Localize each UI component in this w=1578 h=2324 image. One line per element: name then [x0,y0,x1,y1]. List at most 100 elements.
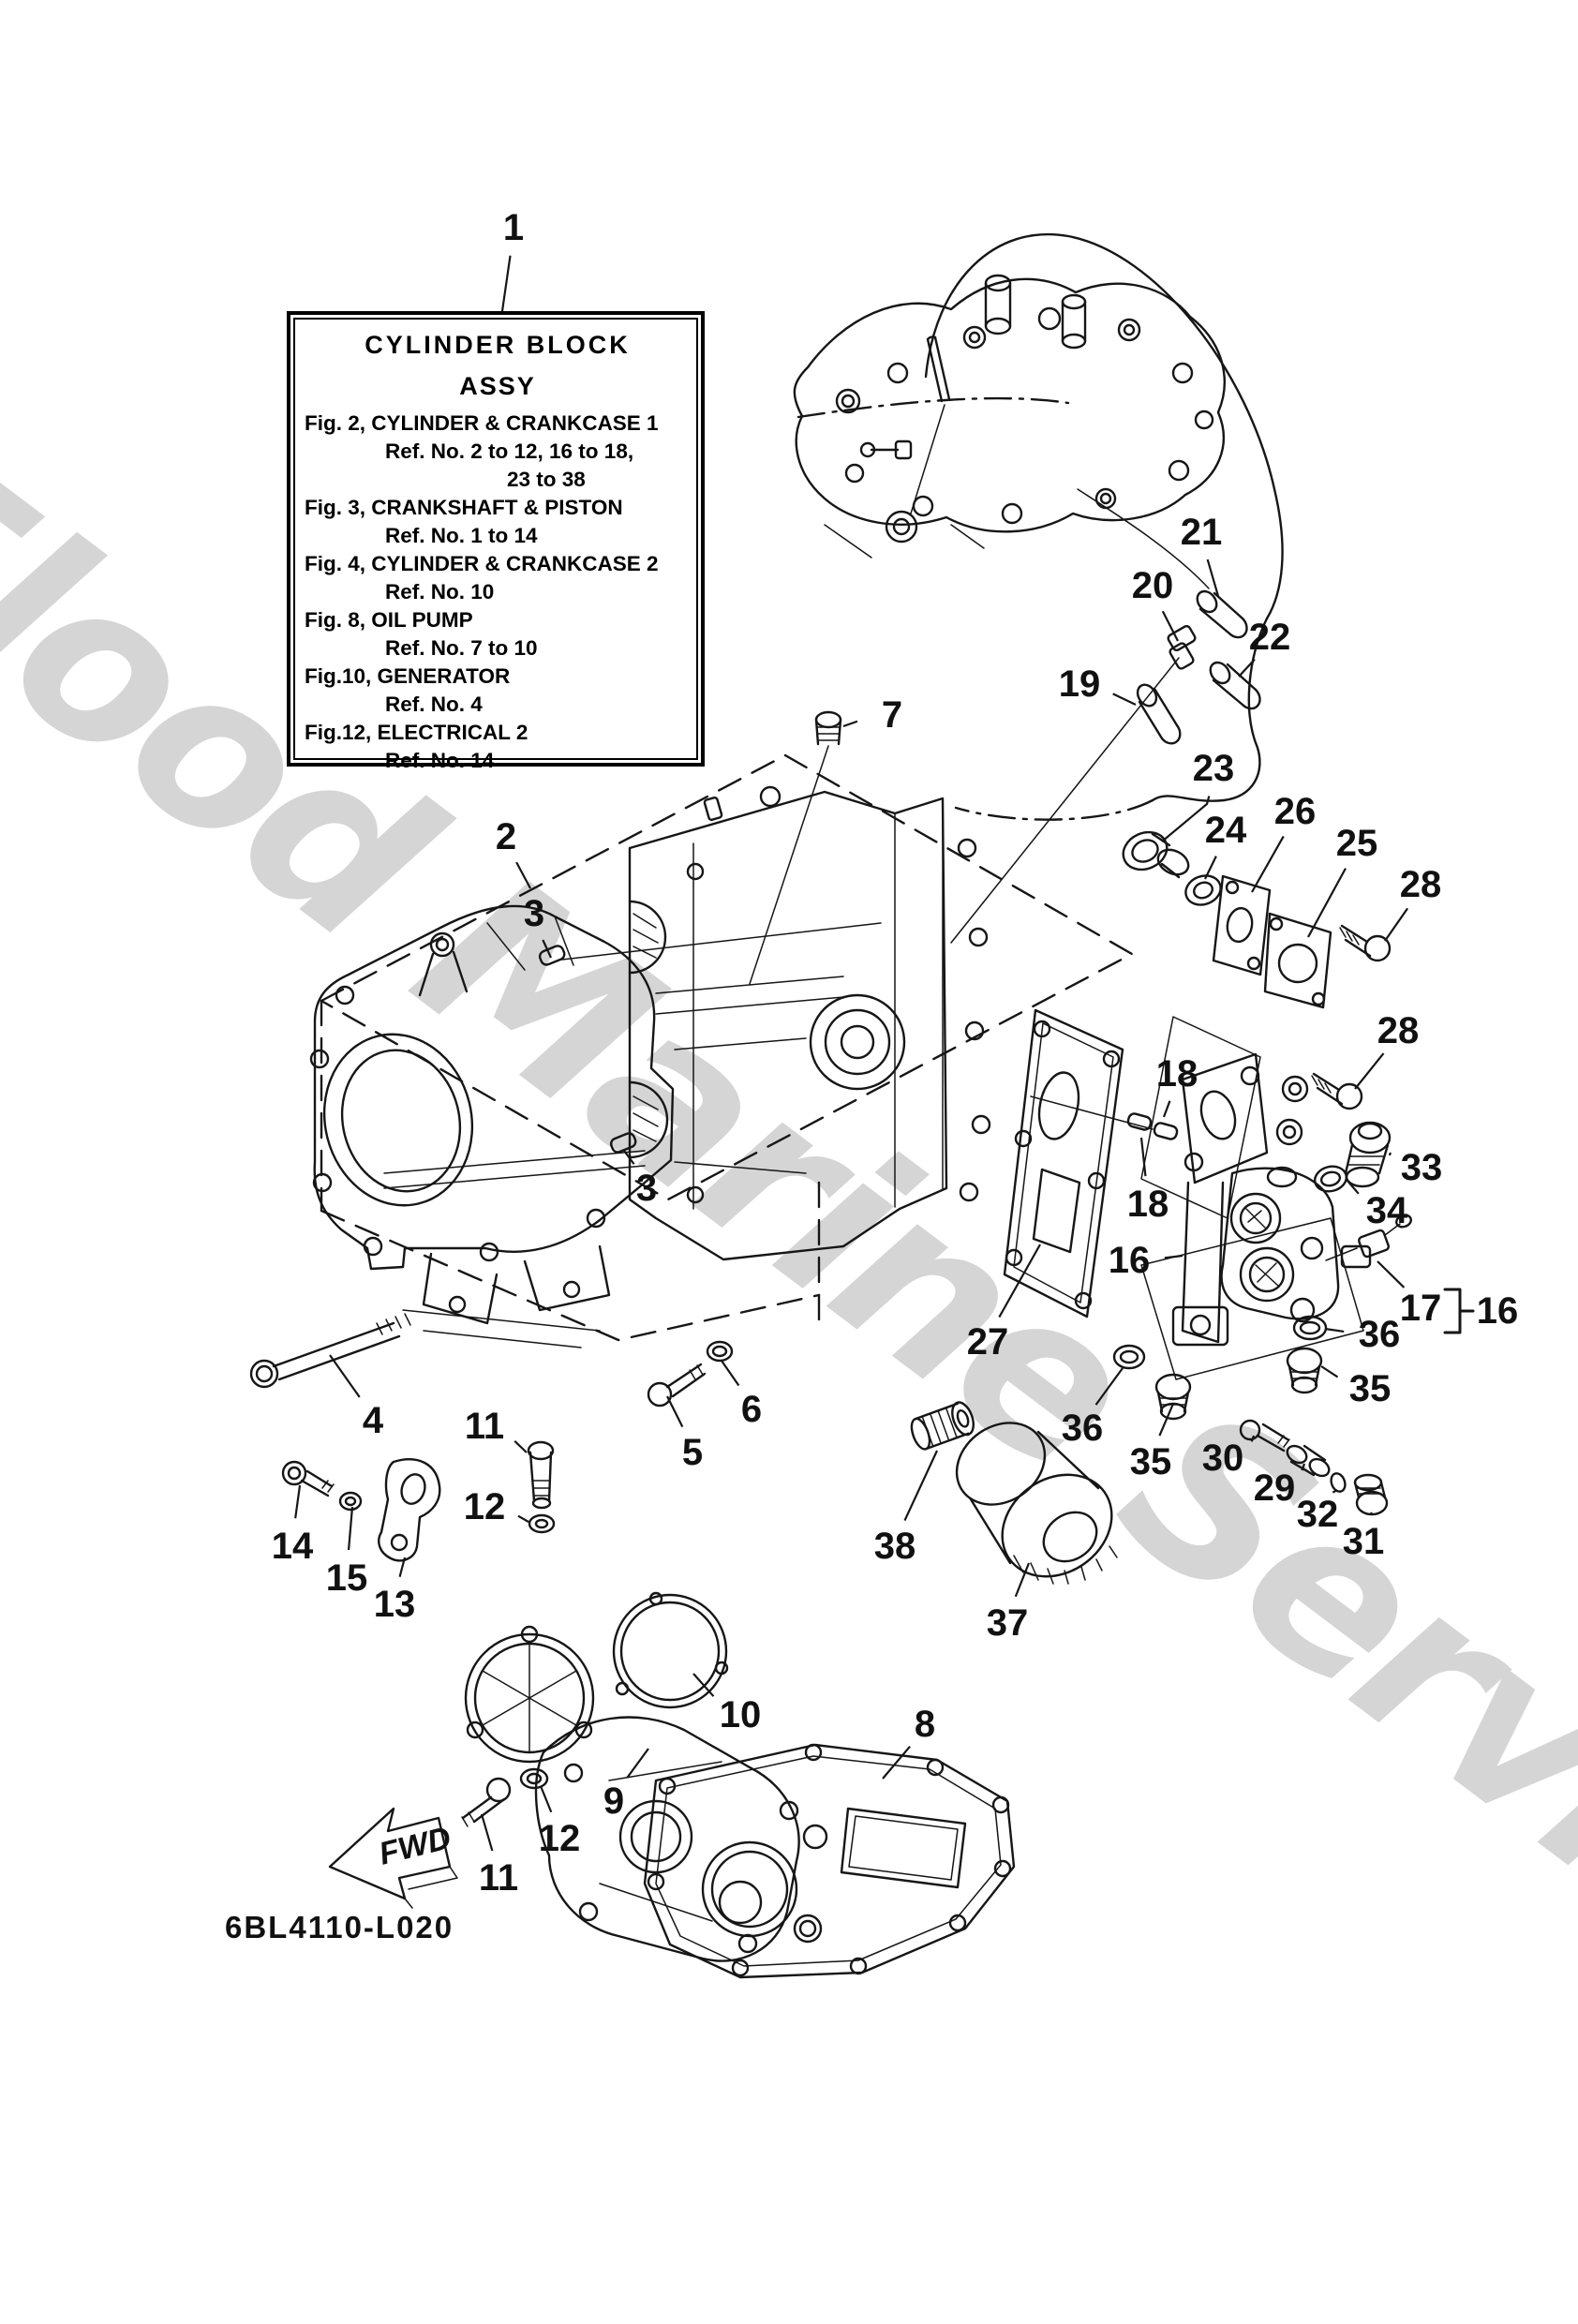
callout-label-23-27: 23 [1192,748,1235,789]
leader-line-3-3 [623,1150,635,1165]
callout-label-12-12: 12 [463,1486,506,1527]
callout-label-27-31: 27 [966,1321,1009,1363]
cylinder-block [538,785,991,1261]
leader-line-13-15 [398,1557,407,1577]
leader-line-22-26 [1238,658,1256,678]
callout-label-20-24: 20 [1131,565,1174,606]
leader-line-4-4 [329,1354,361,1398]
callout-label-1-0: 1 [502,207,525,248]
thermostat-parts [1122,830,1392,1110]
leader-line-21-25 [1206,559,1220,597]
info-box-fig-line: Fig. 2, CYLINDER & CRANKCASE 1 [305,411,659,435]
callout-label-16-18: 16 [1108,1240,1151,1281]
leader-line-37-44 [1014,1562,1031,1598]
callout-label-30-35: 30 [1201,1438,1244,1479]
callout-label-2-1: 2 [495,816,517,857]
leader-line-27-31 [998,1244,1041,1318]
leader-line-10-10 [692,1673,715,1697]
leader-line-28-33 [1354,1052,1385,1090]
bolt-14-head [281,1460,307,1486]
pump-cover [464,1632,595,1764]
oil-filter-37 [955,1422,1118,1585]
leader-line-12-14 [539,1785,553,1813]
callout-label-15-17: 15 [325,1557,368,1599]
leader-line-11-13 [480,1813,494,1852]
info-box-ref-line: Ref. No. 1 to 14 [385,524,538,547]
leader-line-2-1 [515,861,531,889]
washer-12b [519,1767,549,1790]
leader-line-32-37 [1332,1489,1338,1494]
dashed-assembly-box [320,753,1134,1342]
callout-label-12-14: 12 [538,1818,581,1859]
info-box-fig-line: Fig. 3, CRANKSHAFT & PISTON [305,496,623,519]
leader-line-18-22 [1139,1137,1147,1177]
dowel-pin-18a [1126,1112,1153,1131]
leader-line-3-2 [542,939,552,959]
plug-35a [1154,1373,1192,1401]
bolt-4-head [249,1359,279,1389]
leader-line-17-19 [1377,1260,1406,1289]
dowel-pin-18b [1153,1122,1179,1140]
leader-line-33-38 [1388,1152,1392,1156]
leader-line-35-41 [1320,1365,1339,1378]
callout-label-26-30: 26 [1273,791,1317,832]
dowel-pin-3b [609,1132,637,1154]
callout-label-9-9: 9 [603,1780,625,1822]
leader-line-9-9 [626,1748,649,1779]
bolt-5-head [647,1381,673,1408]
leader-line-34-39 [1347,1180,1360,1195]
info-box-ref-line: Ref. No. 2 to 12, 16 to 18, [385,439,634,463]
plate-13 [378,1458,441,1562]
leader-line-28-32 [1384,907,1408,942]
leader-line-23-27 [1161,796,1211,842]
plug-38 [910,1401,975,1451]
drawing-code: 6BL4110-L020 [225,1910,454,1944]
gasket-10 [612,1593,728,1709]
callout-label-21-25: 21 [1180,512,1223,553]
leader-line-26-30 [1251,835,1285,893]
callout-label-24-28: 24 [1204,810,1247,851]
leader-line-8-8 [882,1745,911,1780]
callout-label-29-34: 29 [1253,1467,1296,1509]
ref-bracket-17-16 [1443,1288,1475,1334]
o-ring-36a [1112,1344,1146,1370]
callout-label-5-5: 5 [681,1432,704,1473]
bolt-30 [1239,1419,1261,1441]
dowel-pin-3a [538,945,566,966]
leader-line-36-43 [1324,1327,1345,1333]
info-box-subtitle: ASSY [459,372,536,400]
leader-line-38-45 [903,1450,938,1522]
oil-pump-assembly [464,1591,800,1962]
plug-35b [1286,1347,1323,1375]
callout-label-22-26: 22 [1248,617,1291,658]
leader-line-5-5 [666,1395,684,1428]
callout-label-18-22: 18 [1126,1184,1169,1225]
fwd-arrow-text: FWD [376,1820,454,1872]
callout-label-37-44: 37 [986,1602,1029,1644]
o-ring-32 [1330,1472,1347,1493]
info-box-fig-line: Fig.12, ELECTRICAL 2 [305,721,528,744]
callout-label-11-11: 11 [464,1406,505,1447]
callout-label-7-7: 7 [881,694,903,736]
callout-label-28-32: 28 [1399,864,1442,905]
info-box-ref-line: 23 to 38 [507,468,586,491]
callout-label-36-43: 36 [1358,1314,1401,1355]
callout-label-38-45: 38 [873,1526,916,1567]
leader-line-29-34 [1301,1463,1306,1471]
callout-label-6-6: 6 [740,1389,763,1430]
bolt-28b-head [1335,1082,1363,1110]
washer-15 [338,1491,363,1512]
callout-label-17-19: 17 [1399,1288,1442,1329]
leader-line-6-6 [721,1360,740,1387]
callout-label-19-23: 19 [1058,663,1101,705]
leader-line-14-16 [294,1484,302,1519]
leader-line-11-11 [514,1440,528,1453]
pump-body-9 [534,1716,800,1962]
leader-line-12-12 [517,1514,529,1523]
info-box: CYLINDER BLOCK ASSY Fig. 2, CYLINDER & C… [287,311,705,772]
callout-label-13-15: 13 [373,1584,416,1625]
info-box-fig-line: Fig. 4, CYLINDER & CRANKCASE 2 [305,552,659,575]
callout-label-36-42: 36 [1061,1408,1104,1449]
info-box-inner: CYLINDER BLOCK ASSY Fig. 2, CYLINDER & C… [293,318,698,772]
